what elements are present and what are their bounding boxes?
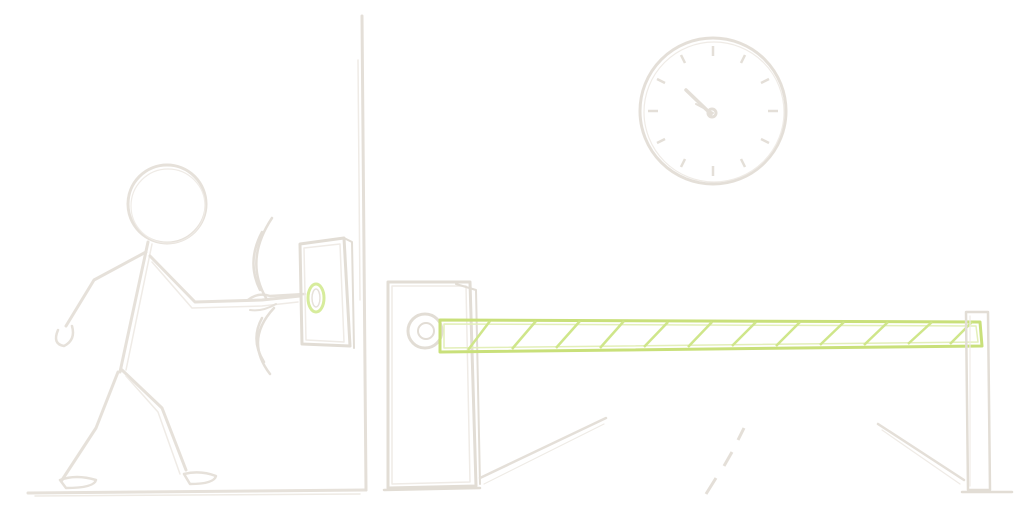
boom-barrier-icon xyxy=(438,318,984,354)
clock-minute-hand xyxy=(695,103,714,114)
stick-figure xyxy=(54,163,307,490)
ground-line xyxy=(26,488,368,497)
barrier-post xyxy=(382,280,482,492)
wall xyxy=(357,14,368,492)
sound-waves xyxy=(252,216,276,376)
barrier-hinge xyxy=(406,312,444,350)
barrier-stripes xyxy=(467,320,973,351)
intercom-button-icon xyxy=(306,282,326,314)
clock-ticks xyxy=(648,46,778,176)
road xyxy=(478,416,966,495)
intercom-panel xyxy=(298,236,355,349)
barrier-rest-post xyxy=(960,310,1014,494)
wall-clock-icon xyxy=(638,36,788,186)
road-center-dashes xyxy=(704,427,746,495)
